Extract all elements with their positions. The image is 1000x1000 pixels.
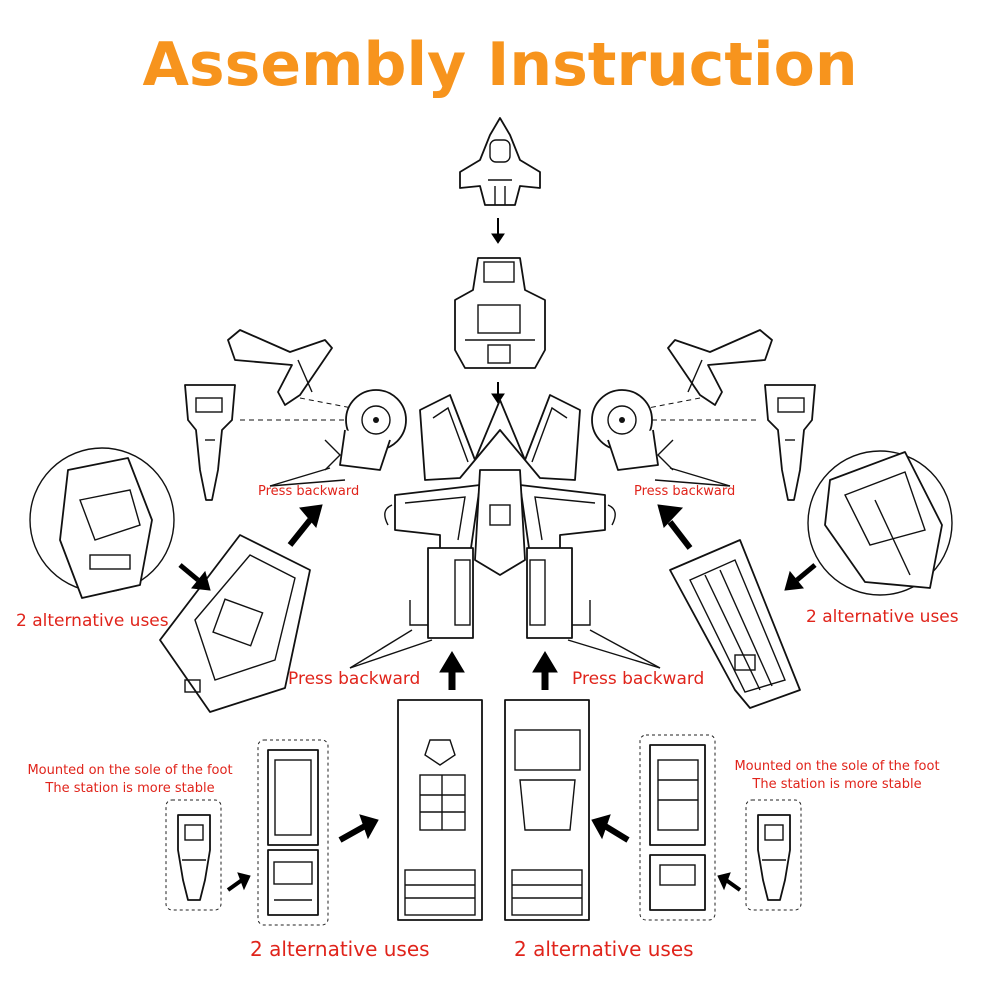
arrows-main [178,504,817,892]
robot-body [384,394,616,639]
left-arm-part [184,384,236,501]
foot-note-left-line1: Mounted on the sole of the foot [27,763,233,778]
left-small-truck-box [257,739,329,926]
left-wing-blade-part [227,329,333,406]
press-backward-label-upper-left: Press backward [258,484,360,499]
foot-note-right: Mounted on the sole of the foot The stat… [722,758,952,794]
press-backward-label-lower-right: Press backward [572,669,705,689]
right-car-detail-circle [807,450,953,596]
alt-uses-label-right: 2 alternative uses [806,607,959,627]
left-truck-leg [397,699,483,921]
right-small-truck-box [639,734,716,921]
jet-head-part [459,117,541,206]
left-police-car [159,534,311,713]
left-foot-sole-box [165,799,222,911]
left-shoulder-joint [324,389,407,471]
right-shoulder-joint [591,389,674,471]
foot-note-left: Mounted on the sole of the foot The stat… [20,762,240,798]
upper-torso-part [454,257,546,369]
foot-note-right-line1: Mounted on the sole of the foot [734,759,940,774]
connector-lines [240,397,760,669]
right-fire-truck [669,539,801,709]
alt-uses-label-left: 2 alternative uses [16,611,169,631]
left-car-detail-circle [29,447,175,599]
right-truck-leg [504,699,590,921]
right-wing-blade-part [667,329,773,406]
arrow-down-1 [491,218,505,244]
press-backward-label-upper-right: Press backward [634,484,736,499]
page-title: Assembly Instruction [142,30,858,100]
alt-uses-label-bottom-left: 2 alternative uses [250,937,430,961]
arrow-down-2 [491,382,505,404]
foot-note-right-line2: The station is more stable [752,777,922,792]
foot-note-left-line2: The station is more stable [45,781,215,796]
alt-uses-label-bottom-right: 2 alternative uses [514,937,694,961]
right-arm-part [764,384,816,501]
press-backward-label-lower-left: Press backward [288,669,421,689]
right-foot-sole-box [745,799,802,911]
